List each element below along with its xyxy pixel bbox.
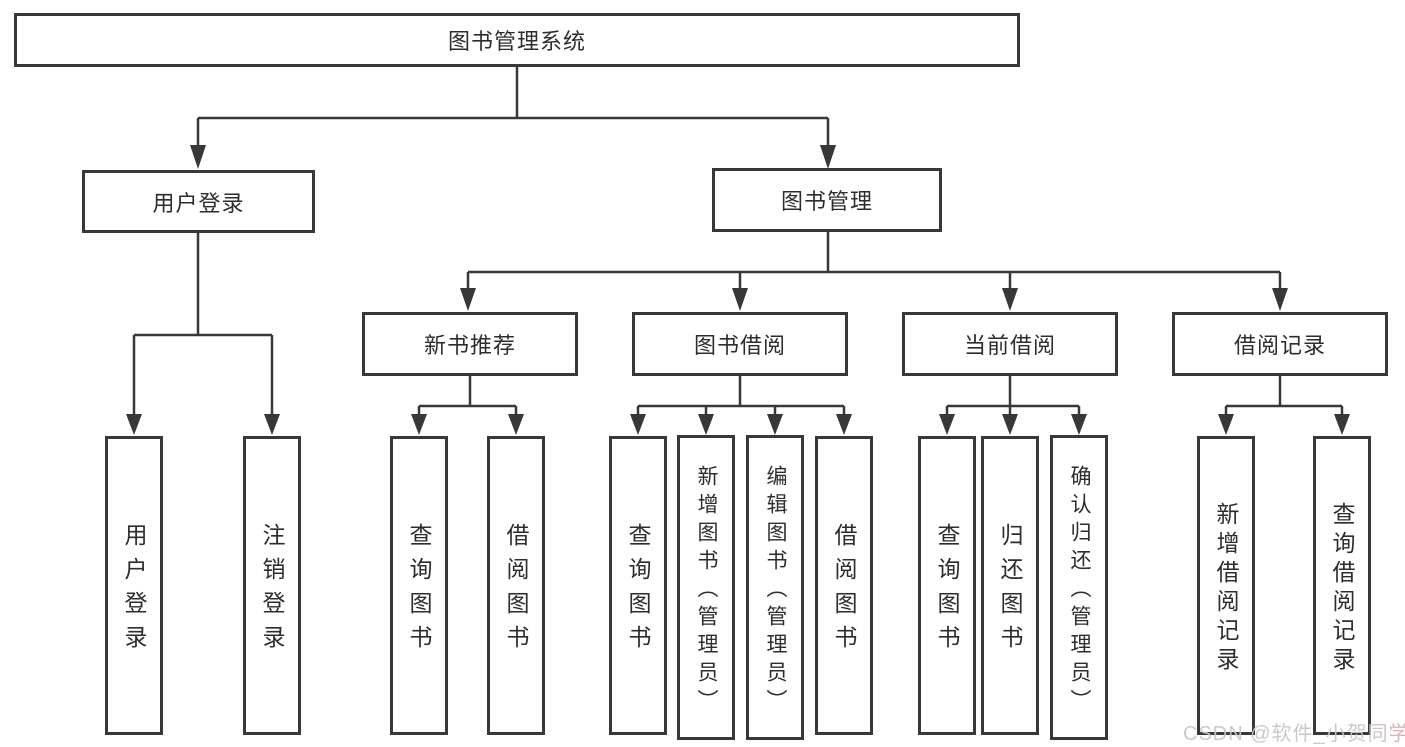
leaf-query-books-borrow: 查询图书 <box>609 436 667 735</box>
arrowhead <box>1002 288 1018 311</box>
leaf-confirm-return-admin: 确认归还（管理员） <box>1050 435 1108 740</box>
arrowhead <box>939 414 955 435</box>
arrowhead <box>190 145 206 169</box>
leaf-query-borrow-record: 查询借阅记录 <box>1313 436 1371 735</box>
arrowhead <box>836 414 852 435</box>
user-login-branch-line <box>132 233 274 416</box>
arrowhead <box>508 414 524 435</box>
leaf-query-books-borrow-label: 查询图书 <box>625 523 651 659</box>
arrowhead <box>460 288 476 311</box>
node-current-borrow: 当前借阅 <box>902 312 1118 376</box>
node-book-management-label: 图书管理 <box>780 189 873 214</box>
current-borrow-branch-line <box>945 376 1081 416</box>
node-book-management: 图书管理 <box>712 168 942 232</box>
leaf-return-book-label: 归还图书 <box>997 523 1023 659</box>
arrowhead <box>1071 414 1087 435</box>
node-borrow-records-label: 借阅记录 <box>1233 333 1326 358</box>
book-management-branch-line <box>466 231 1282 290</box>
leaf-logout-label: 注销登录 <box>259 523 285 659</box>
leaf-borrow-books-recommend-label: 借阅图书 <box>503 523 529 659</box>
leaf-edit-book-admin-label: 编辑图书（管理员） <box>764 465 787 717</box>
leaf-query-borrow-record-label: 查询借阅记录 <box>1329 501 1355 676</box>
leaf-add-book-admin: 新增图书（管理员） <box>677 435 735 740</box>
node-borrow-records: 借阅记录 <box>1172 312 1388 376</box>
leaf-confirm-return-admin-label: 确认归还（管理员） <box>1068 465 1091 717</box>
node-root: 图书管理系统 <box>14 13 1020 67</box>
leaf-borrow-books-recommend: 借阅图书 <box>487 436 545 735</box>
arrowhead <box>264 414 280 435</box>
node-book-borrow-label: 图书借阅 <box>693 333 786 358</box>
arrowhead <box>1272 288 1288 311</box>
arrowhead <box>732 288 748 311</box>
arrowhead <box>411 414 427 435</box>
arrowhead <box>820 145 836 169</box>
new-book-branch-line <box>417 376 518 416</box>
node-new-book-recommend: 新书推荐 <box>362 312 578 376</box>
arrowhead <box>767 414 783 435</box>
leaf-logout: 注销登录 <box>243 436 301 735</box>
leaf-return-book: 归还图书 <box>981 436 1039 735</box>
node-user-login-label: 用户登录 <box>152 190 245 216</box>
leaf-query-books-recommend: 查询图书 <box>390 436 448 735</box>
leaf-query-books-recommend-label: 查询图书 <box>406 523 432 659</box>
arrowhead <box>630 414 646 435</box>
arrowhead <box>1002 414 1018 435</box>
leaf-query-books-current: 查询图书 <box>918 436 976 735</box>
arrowhead <box>126 414 142 435</box>
leaf-borrow-books-borrow: 借阅图书 <box>815 436 873 735</box>
arrowhead <box>698 414 714 435</box>
node-user-login: 用户登录 <box>82 170 315 233</box>
root-branch-line <box>196 66 830 147</box>
leaf-borrow-books-borrow-label: 借阅图书 <box>831 523 857 659</box>
node-current-borrow-label: 当前借阅 <box>963 333 1056 358</box>
leaf-user-login-label: 用户登录 <box>121 523 147 659</box>
arrowheads <box>126 145 1350 435</box>
node-new-book-recommend-label: 新书推荐 <box>423 333 516 358</box>
leaf-edit-book-admin: 编辑图书（管理员） <box>746 435 804 740</box>
leaf-add-borrow-record: 新增借阅记录 <box>1197 436 1255 735</box>
leaf-add-book-admin-label: 新增图书（管理员） <box>695 465 718 717</box>
leaf-user-login: 用户登录 <box>105 436 163 735</box>
node-root-label: 图书管理系统 <box>447 29 586 54</box>
arrowhead <box>1218 414 1234 435</box>
leaf-add-borrow-record-label: 新增借阅记录 <box>1213 501 1239 676</box>
leaf-query-books-current-label: 查询图书 <box>934 523 960 659</box>
csdn-watermark: CSDN @软件_小贺同学 <box>1183 717 1405 746</box>
book-borrow-branch-line <box>636 376 846 416</box>
node-book-borrow: 图书借阅 <box>632 312 848 376</box>
borrow-record-branch-line <box>1224 376 1344 416</box>
arrowhead <box>1334 414 1350 435</box>
